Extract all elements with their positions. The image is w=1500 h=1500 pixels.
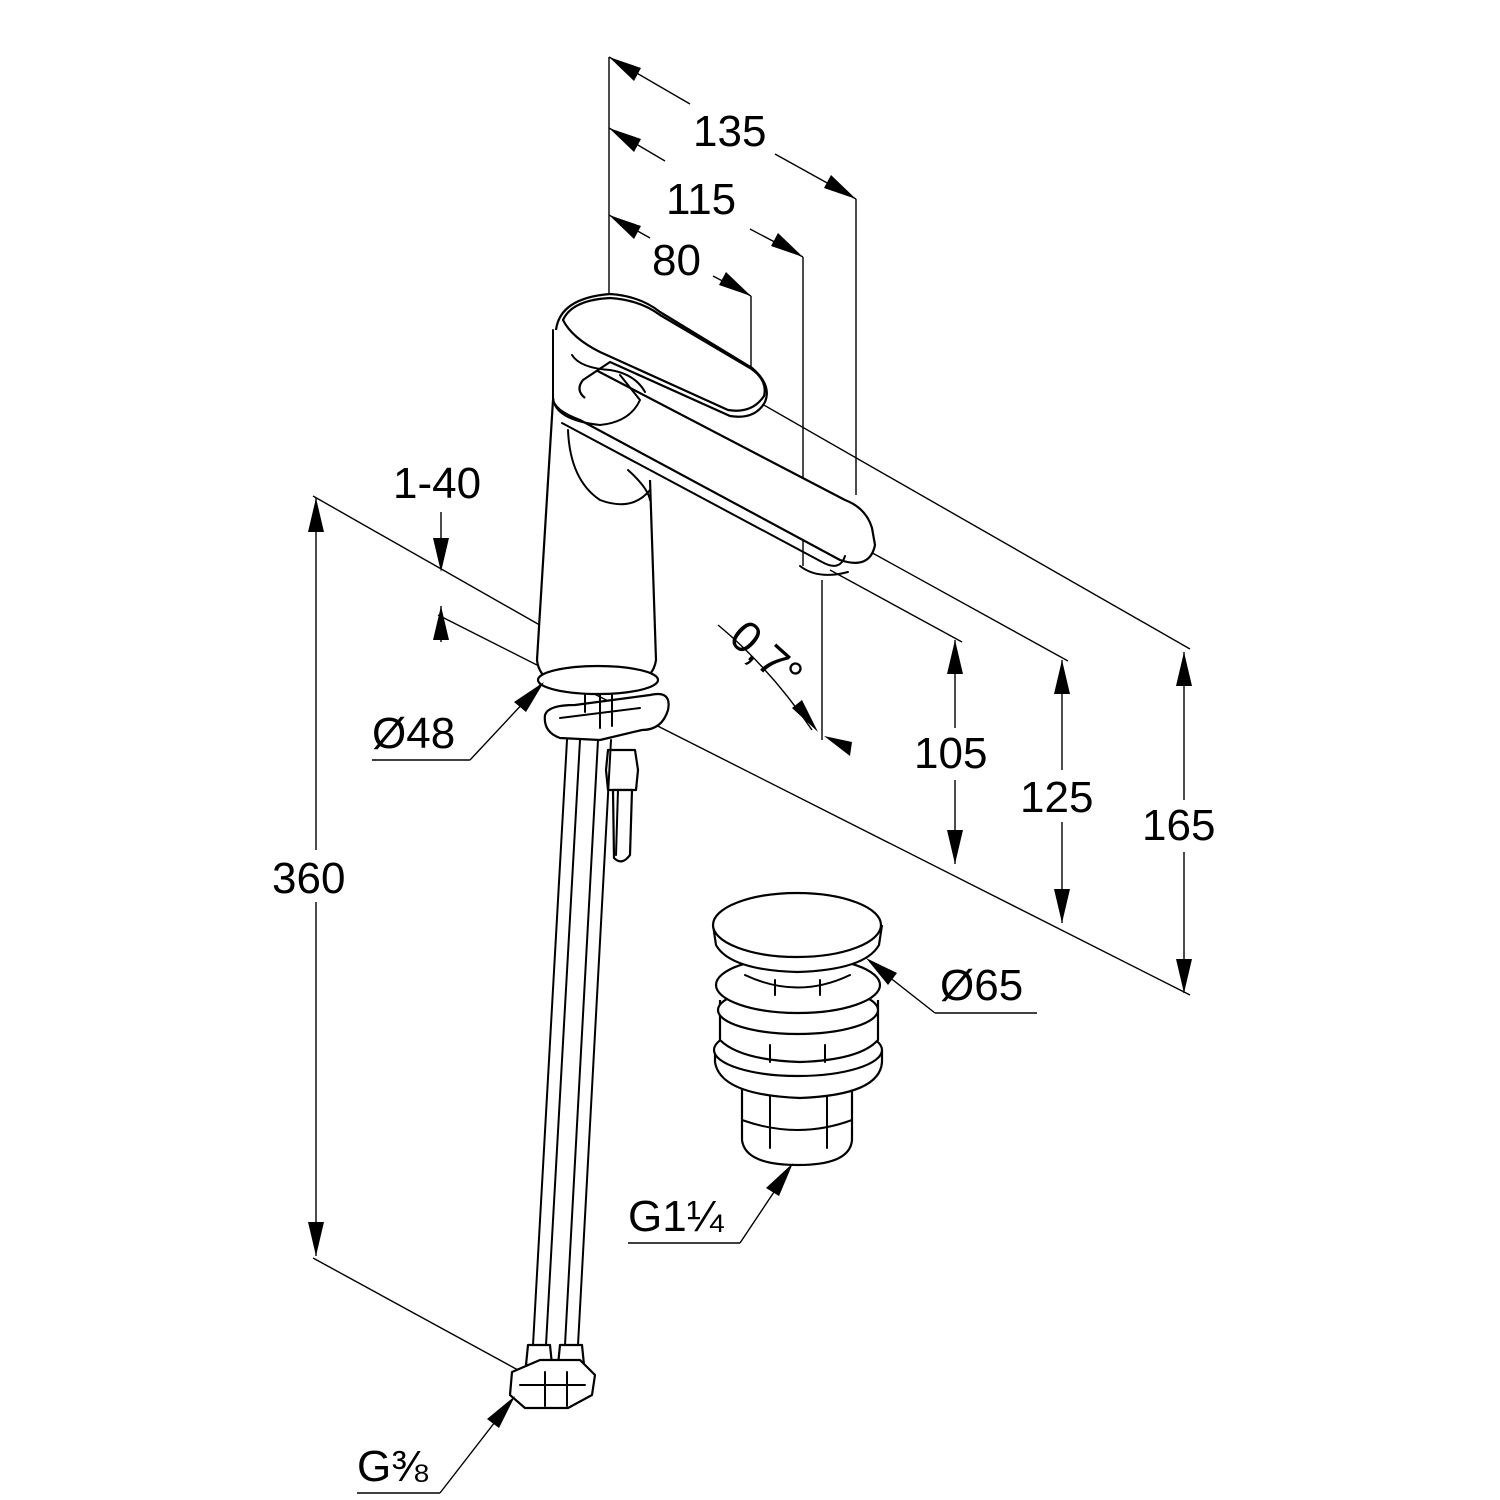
angle-indicator	[717, 580, 852, 756]
dia65-label: Ø65	[940, 961, 1023, 1010]
dim-1-40-label: 1-40	[393, 459, 481, 508]
left-dimension-lines	[308, 495, 546, 1371]
supply-hoses	[508, 739, 612, 1410]
dim-165-label: 165	[1142, 801, 1215, 850]
dia48-label: Ø48	[372, 709, 455, 758]
g38-label: G⅜	[357, 1442, 428, 1491]
g114-label: G1¼	[628, 1192, 725, 1241]
drain-illustration	[711, 891, 884, 1167]
dim-115-label: 115	[666, 175, 736, 224]
angle-label: 0,7°	[720, 611, 811, 700]
top-dimension-lines	[608, 56, 857, 566]
leader-lines	[357, 682, 1037, 1494]
dim-105-label: 105	[914, 729, 987, 778]
dim-80-label: 80	[652, 236, 701, 285]
faucet-illustration	[535, 292, 877, 696]
dim-135-label: 135	[693, 107, 766, 156]
dim-125-label: 125	[1020, 773, 1093, 822]
mounting-bracket	[543, 692, 670, 863]
right-dimension-lines	[437, 403, 1192, 996]
dim-360-label: 360	[272, 854, 345, 903]
